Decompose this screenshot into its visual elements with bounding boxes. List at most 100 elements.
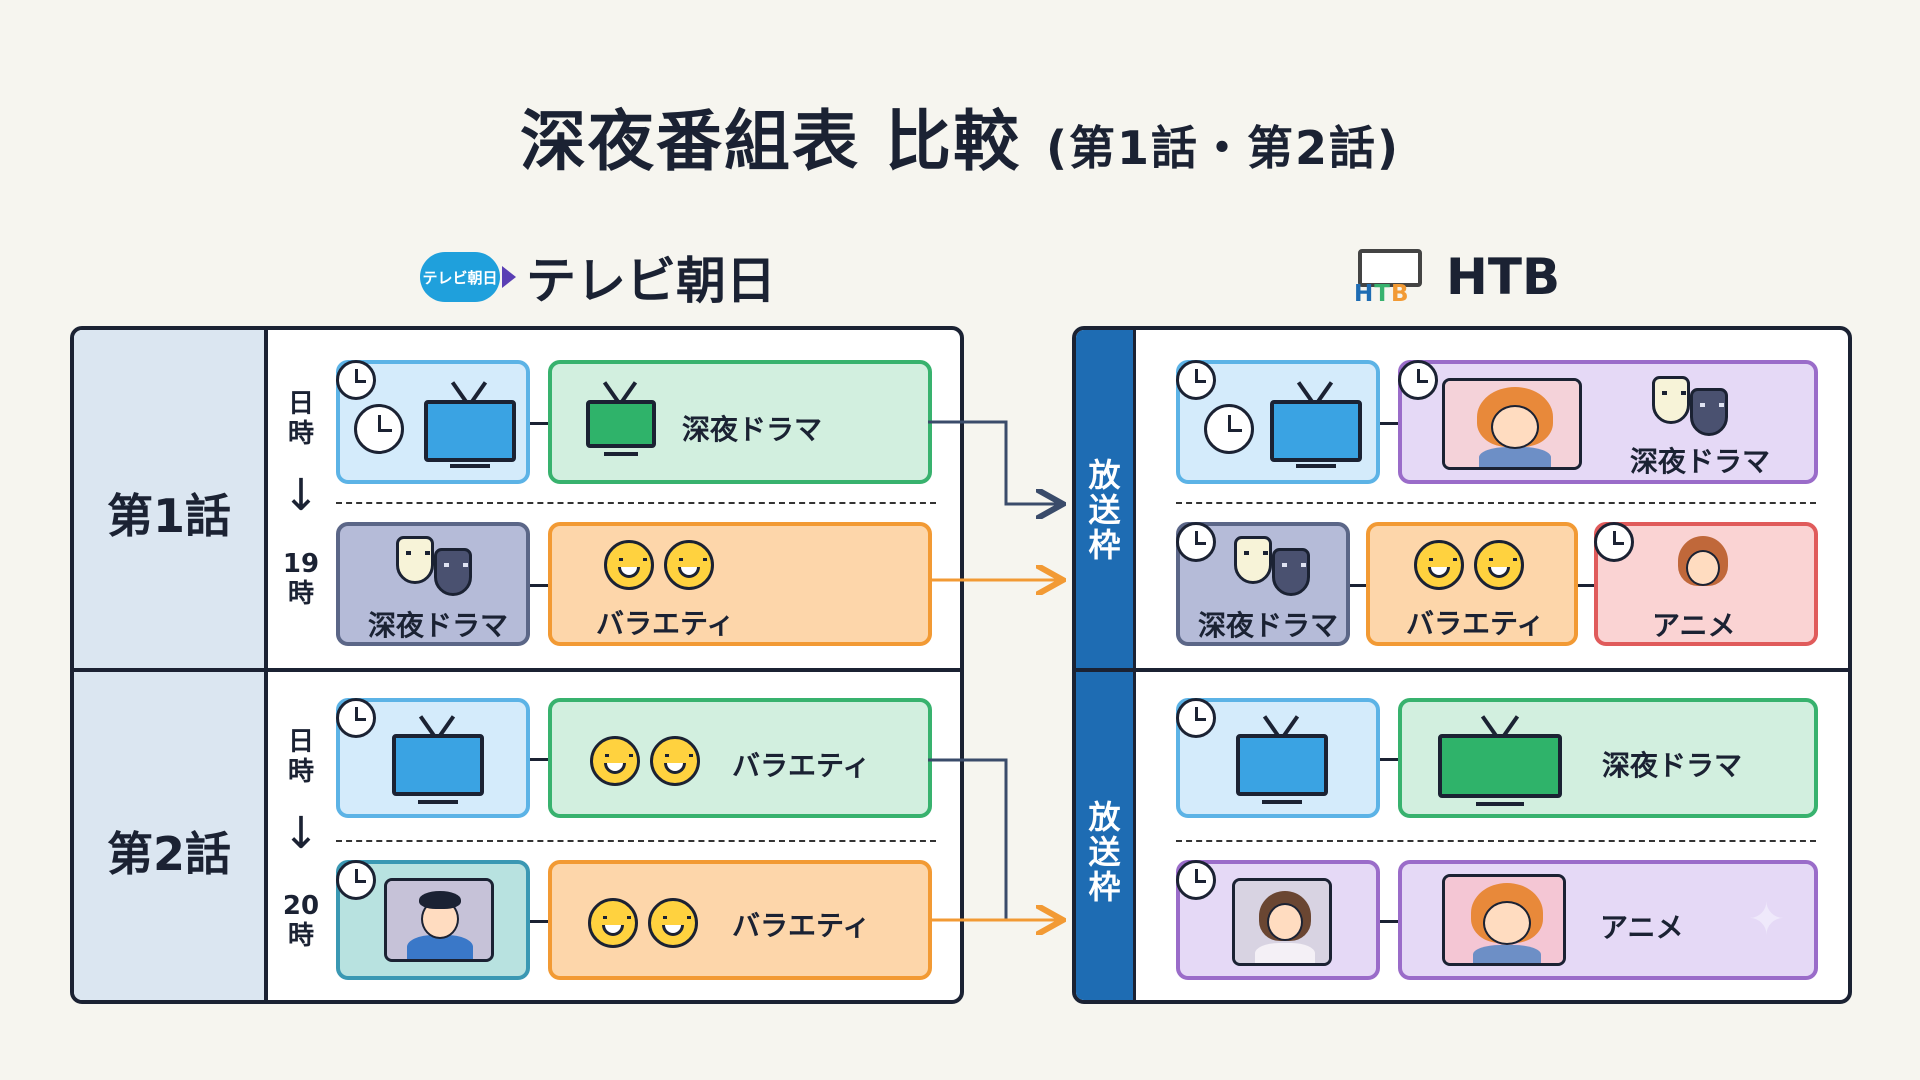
clock-icon bbox=[354, 404, 404, 454]
tv-icon bbox=[1270, 378, 1362, 468]
smile-icon bbox=[588, 898, 638, 948]
slot-label: バラエティ bbox=[1406, 607, 1545, 640]
slot-card[interactable] bbox=[336, 860, 530, 980]
clock-icon bbox=[336, 698, 376, 738]
htb-logo: HTB bbox=[1354, 247, 1422, 307]
connector-line bbox=[1578, 584, 1594, 587]
clock-icon bbox=[1594, 522, 1634, 562]
slot-divider bbox=[1176, 502, 1816, 504]
connector-line bbox=[530, 758, 548, 761]
arrow-down-icon: ↓ bbox=[282, 808, 320, 859]
drama-masks-icon bbox=[434, 548, 472, 596]
slot-card[interactable]: アニメ bbox=[1594, 522, 1818, 646]
slot-card[interactable] bbox=[336, 698, 530, 818]
episode-column: 第1話 第2話 bbox=[74, 330, 268, 1000]
drama-masks-icon bbox=[1234, 536, 1272, 584]
slot-card[interactable]: 深夜ドラマ bbox=[336, 522, 530, 646]
clock-icon bbox=[1176, 860, 1216, 900]
slot-label: バラエティ bbox=[596, 607, 735, 640]
episode-divider bbox=[74, 668, 960, 672]
anime-character-icon bbox=[1668, 534, 1738, 596]
slot-card[interactable] bbox=[1176, 698, 1380, 818]
person-icon bbox=[1232, 878, 1332, 966]
slot-divider bbox=[336, 502, 936, 504]
episode-divider bbox=[1076, 668, 1848, 672]
arrow-connector bbox=[928, 420, 1060, 504]
title-main: 深夜番組表 比較 bbox=[519, 103, 1021, 180]
tv-icon bbox=[392, 712, 484, 804]
clock-icon bbox=[1204, 404, 1254, 454]
slot-divider bbox=[1176, 840, 1816, 842]
episode-2-label: 第2話 bbox=[106, 827, 231, 881]
arrow-down-icon: ↓ bbox=[282, 470, 320, 521]
drama-masks-icon bbox=[1690, 388, 1728, 436]
slot-column-label-1: 放送枠 bbox=[1088, 456, 1121, 565]
connector-line bbox=[530, 422, 548, 425]
sparkle-icon: ✦ bbox=[1748, 894, 1785, 945]
time-end-1: 19 時 bbox=[282, 549, 320, 609]
person-icon bbox=[384, 878, 494, 962]
slot-card[interactable]: 深夜ドラマ bbox=[1398, 360, 1818, 484]
smile-icon bbox=[650, 736, 700, 786]
clock-icon bbox=[1176, 522, 1216, 562]
slot-column-label-2: 放送枠 bbox=[1088, 798, 1121, 907]
slot-card[interactable] bbox=[336, 360, 530, 484]
slot-label: アニメ bbox=[1652, 609, 1736, 642]
slot-label: 深夜ドラマ bbox=[368, 609, 509, 642]
slot-card[interactable]: 深夜ドラマ bbox=[1176, 522, 1350, 646]
smile-icon bbox=[590, 736, 640, 786]
tv-icon bbox=[1438, 712, 1562, 806]
slot-label: バラエティ bbox=[732, 749, 871, 782]
slot-card[interactable]: バラエティ bbox=[548, 698, 932, 818]
connector-line bbox=[530, 584, 548, 587]
slot-divider bbox=[336, 840, 936, 842]
slot-label: 深夜ドラマ bbox=[1630, 445, 1771, 478]
connector-line bbox=[1380, 422, 1398, 425]
slot-card[interactable]: 深夜ドラマ bbox=[548, 360, 932, 484]
episode-1-label: 第1話 bbox=[106, 489, 231, 543]
time-start-2: 日 時 bbox=[287, 727, 314, 787]
connector-line bbox=[1380, 758, 1398, 761]
connector-line bbox=[1350, 584, 1366, 587]
slot-label: バラエティ bbox=[732, 909, 871, 942]
tv-asahi-header: テレビ朝日 テレビ朝日 bbox=[420, 244, 776, 310]
smile-icon bbox=[1474, 540, 1524, 590]
tv-icon bbox=[1236, 712, 1328, 804]
slot-card[interactable]: 深夜ドラマ bbox=[1398, 698, 1818, 818]
htb-panel: 放送枠 放送枠 深夜ドラマ 深夜ドラマ bbox=[1072, 326, 1852, 1004]
htb-header: HTB HTB bbox=[1354, 244, 1560, 310]
tv-icon bbox=[424, 378, 516, 468]
tv-asahi-name: テレビ朝日 bbox=[526, 252, 776, 310]
tv-asahi-logo: テレビ朝日 bbox=[420, 252, 516, 302]
slot-card[interactable]: アニメ ✦ bbox=[1398, 860, 1818, 980]
slot-card[interactable]: バラエティ bbox=[1366, 522, 1578, 646]
slot-card[interactable] bbox=[1176, 860, 1380, 980]
arrow-connector bbox=[928, 758, 1008, 920]
smile-icon bbox=[664, 540, 714, 590]
slot-column: 放送枠 放送枠 bbox=[1076, 330, 1136, 1000]
clock-icon bbox=[336, 360, 376, 400]
connector-line bbox=[1380, 920, 1398, 923]
smile-icon bbox=[1414, 540, 1464, 590]
drama-masks-icon bbox=[396, 536, 434, 584]
clock-icon bbox=[1176, 360, 1216, 400]
smile-icon bbox=[648, 898, 698, 948]
slot-label: 深夜ドラマ bbox=[1198, 609, 1339, 642]
slot-card[interactable]: バラエティ bbox=[548, 860, 932, 980]
slot-label: 深夜ドラマ bbox=[682, 413, 823, 446]
anime-character-icon bbox=[1442, 874, 1566, 966]
anime-character-icon bbox=[1442, 378, 1582, 470]
htb-name: HTB bbox=[1446, 248, 1561, 306]
tv-asahi-panel: 第1話 第2話 日 時 ↓ 19 時 日 時 ↓ 20 時 深夜ドラマ 深夜ドラ… bbox=[70, 326, 964, 1004]
time-end-2: 20 時 bbox=[282, 891, 320, 951]
drama-masks-icon bbox=[1272, 548, 1310, 596]
slot-card[interactable]: バラエティ bbox=[548, 522, 932, 646]
slot-label: アニメ bbox=[1600, 911, 1684, 944]
drama-masks-icon bbox=[1652, 376, 1690, 424]
title-sub: (第1話・第2話) bbox=[1045, 121, 1401, 175]
page-title: 深夜番組表 比較 (第1話・第2話) bbox=[0, 88, 1920, 184]
slot-card[interactable] bbox=[1176, 360, 1380, 484]
tv-icon bbox=[586, 378, 656, 458]
smile-icon bbox=[604, 540, 654, 590]
